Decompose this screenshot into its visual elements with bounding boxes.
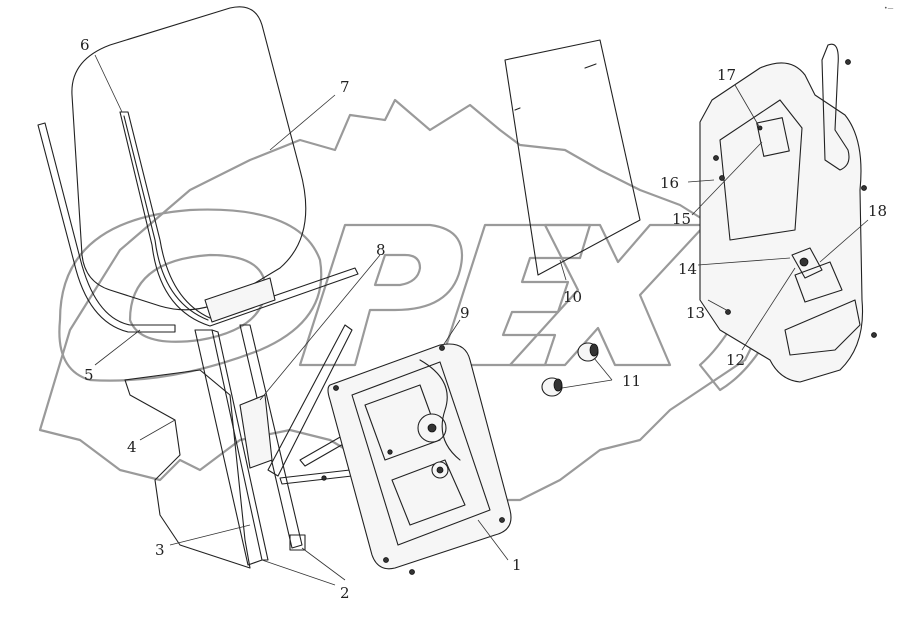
part-4-inner-panel	[124, 369, 251, 569]
callout-15: 15	[672, 210, 691, 228]
callout-18: 18	[868, 202, 887, 220]
part-17-door-trim-panel	[699, 62, 864, 383]
watermark-letter-p	[298, 223, 464, 367]
callout-8: 8	[376, 241, 386, 259]
part-1-drive-gear-center	[436, 466, 444, 474]
callout-10: 10	[563, 288, 582, 306]
part-3-rail-lip	[211, 329, 269, 561]
part-10-fixed-glass	[504, 39, 641, 276]
part-7-door-glass	[71, 6, 307, 311]
callout-1: 1	[512, 556, 522, 574]
callout-2: 2	[340, 584, 350, 602]
part-2-mount-bracket	[239, 394, 273, 469]
callout-5: 5	[84, 366, 94, 384]
callout-17: 17	[717, 66, 736, 84]
part-18-handle-knob	[799, 257, 809, 267]
part-7-lower-bracket	[204, 277, 276, 323]
part-17-upper-rail	[821, 43, 850, 171]
part-1-cable-housing	[419, 359, 461, 461]
part-1-screws	[321, 345, 505, 575]
part-17-pocket	[784, 299, 861, 356]
part-8-lifter-arm-b	[279, 469, 353, 485]
part-1-plate-inner	[351, 361, 491, 546]
part-1-regulator-plate	[327, 343, 512, 570]
callout-4: 4	[127, 438, 137, 456]
watermark-letter-o	[58, 208, 323, 382]
corner-mark: •—	[884, 5, 894, 12]
callout-7: 7	[340, 78, 350, 96]
part-6-channel-inner	[123, 115, 209, 321]
leader-lines	[94, 54, 869, 586]
part-12-handle	[791, 247, 823, 279]
part-11-rubber-buffers	[541, 342, 599, 397]
part-8-lifter-arm	[267, 324, 353, 477]
part-6-glass-run-channel	[119, 111, 359, 327]
callout-9: 9	[460, 304, 470, 322]
callout-16: 16	[660, 174, 679, 192]
callout-11: 11	[622, 372, 641, 390]
callout-14: 14	[678, 260, 697, 278]
callout-labels: 1 2 3 4 5 6 7 8 9 10 11 12 13 14 15 16 1…	[80, 36, 887, 602]
watermark-letter-x	[508, 223, 707, 367]
part-10-glass-mark	[514, 63, 597, 111]
callout-6: 6	[80, 36, 90, 54]
part-1-plate-cutout-b	[391, 459, 466, 526]
callout-3: 3	[155, 541, 165, 559]
callout-12: 12	[726, 351, 745, 369]
part-17-armrest-recess	[719, 99, 803, 241]
part-15-switch-bezel	[756, 117, 790, 157]
part-1-motor-center	[427, 423, 437, 433]
callout-13: 13	[686, 304, 705, 322]
part-5-seal-strip	[37, 122, 176, 333]
part-17-handle-recess	[794, 261, 843, 303]
